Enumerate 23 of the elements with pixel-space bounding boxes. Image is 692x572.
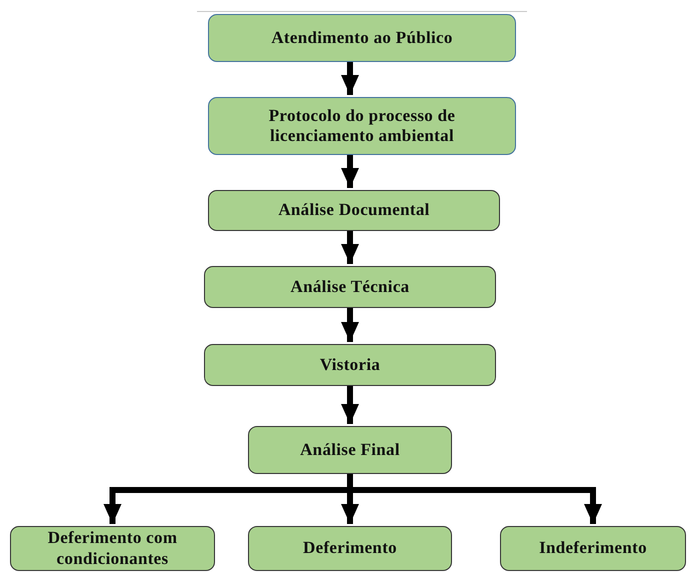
arrow bbox=[341, 231, 359, 264]
arrow bbox=[341, 308, 359, 342]
process-box bbox=[248, 426, 452, 474]
process-box bbox=[248, 526, 452, 571]
step-label: Análise Final bbox=[300, 440, 400, 460]
step-label: Atendimento ao Público bbox=[271, 28, 453, 48]
process-box bbox=[208, 190, 500, 231]
process-box bbox=[500, 526, 686, 571]
process-box bbox=[204, 266, 496, 308]
arrow bbox=[341, 386, 359, 424]
step-label: Indeferimento bbox=[539, 538, 647, 559]
step-label: Deferimento bbox=[303, 538, 397, 559]
process-box bbox=[208, 14, 516, 62]
step-label: Vistoria bbox=[320, 354, 380, 376]
step-label: Análise Documental bbox=[278, 200, 430, 221]
arrow bbox=[341, 155, 359, 188]
arrow bbox=[341, 62, 359, 95]
step-label: Análise Técnica bbox=[290, 276, 410, 298]
step-label: Protocolo do processo de licenciamento ambiental bbox=[268, 106, 456, 146]
step-label: Deferimento com condicionantes bbox=[46, 528, 178, 569]
process-box bbox=[204, 344, 496, 386]
process-box bbox=[208, 97, 516, 155]
process-box bbox=[10, 526, 215, 571]
